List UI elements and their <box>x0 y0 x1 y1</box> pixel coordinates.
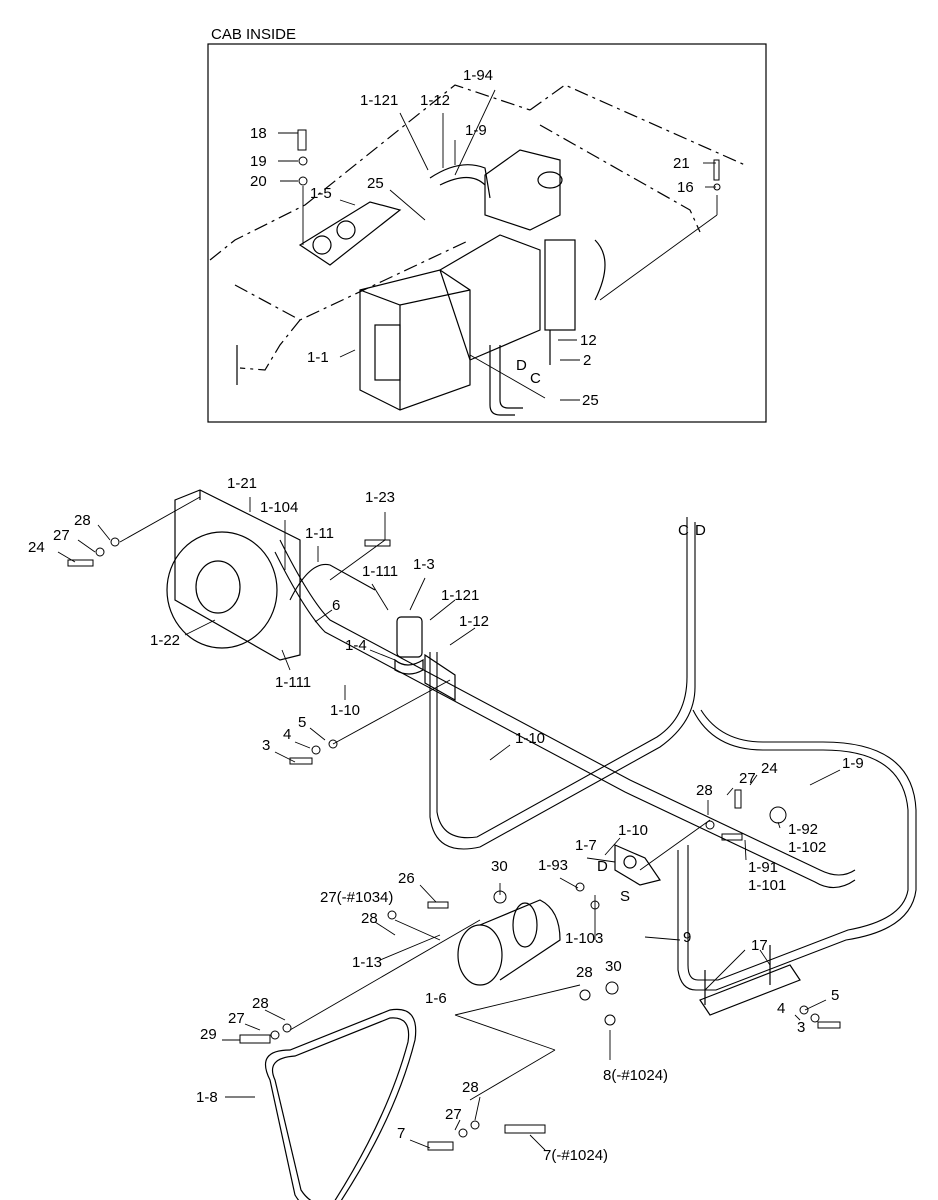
control-panel <box>298 201 402 266</box>
inset-leaders <box>278 89 718 401</box>
callout-label: 1-91 <box>748 859 779 876</box>
callout-label: 25 <box>367 175 384 192</box>
callout-label: 2 <box>583 352 592 369</box>
callout-label: 12 <box>580 332 597 349</box>
v-belt <box>265 1008 417 1200</box>
callout-label: 26 <box>398 870 415 887</box>
fasteners <box>67 129 841 1151</box>
callout-label: 4 <box>283 726 292 743</box>
callout-label: 3 <box>262 737 271 754</box>
callout-label: 20 <box>250 173 267 190</box>
cab-outline <box>209 84 746 371</box>
callout-label: 1-5 <box>310 185 332 202</box>
callout-label: 17 <box>751 937 768 954</box>
callout-label: 8(-#1024) <box>603 1067 669 1084</box>
callout-label: 3 <box>797 1019 806 1036</box>
callout-label: 28 <box>462 1079 479 1096</box>
callout-label: 28 <box>361 910 378 927</box>
callout-label: 9 <box>683 929 692 946</box>
callout-label: 27(-#1034) <box>320 889 394 906</box>
main-leaders <box>57 496 841 1151</box>
callout-label: 1-12 <box>420 92 451 109</box>
callout-label: 1-92 <box>788 821 819 838</box>
callout-label: C <box>530 370 541 387</box>
pipes <box>274 517 917 991</box>
callout-label: 5 <box>298 714 307 731</box>
callout-label: 28 <box>576 964 593 981</box>
callout-label: 1-13 <box>352 954 383 971</box>
compressor <box>457 844 661 986</box>
callout-label: 19 <box>250 153 267 170</box>
callout-label: 1-21 <box>227 475 258 492</box>
callout-label: 29 <box>200 1026 217 1043</box>
callout-label: 1-6 <box>425 990 447 1007</box>
callout-label: D <box>695 522 706 539</box>
callout-label: 1-10 <box>515 730 546 747</box>
callout-label: 1-121 <box>360 92 399 109</box>
callout-label: 1-1 <box>307 349 329 366</box>
callout-label: 1-4 <box>345 637 367 654</box>
inset-hoses <box>429 164 551 416</box>
callout-label: 1-7 <box>575 837 597 854</box>
callout-label: 27 <box>228 1010 245 1027</box>
callout-label: 28 <box>252 995 269 1012</box>
callout-label: C <box>678 522 689 539</box>
callout-label: 1-103 <box>565 930 604 947</box>
callout-label: 21 <box>673 155 690 172</box>
callout-label: S <box>620 888 631 905</box>
callout-label: 7 <box>397 1125 406 1142</box>
callout-label: 1-111 <box>362 563 399 580</box>
callout-label: 16 <box>677 179 694 196</box>
callout-label: 27 <box>739 770 756 787</box>
callout-label: 1-9 <box>465 122 487 139</box>
callout-label: 27 <box>53 527 70 544</box>
callout-label: D <box>516 357 527 374</box>
callout-label: 1-10 <box>330 702 361 719</box>
callout-label: 1-111 <box>275 674 312 691</box>
inset-frame <box>207 43 767 423</box>
callout-label: 24 <box>28 539 45 556</box>
callout-label: 24 <box>761 760 778 777</box>
callout-label: D <box>597 858 608 875</box>
inset-title: CAB INSIDE <box>211 26 297 43</box>
callout-label: 1-93 <box>538 857 569 874</box>
callout-label: 25 <box>582 392 599 409</box>
condenser <box>166 489 301 661</box>
callout-label: 1-104 <box>260 499 299 516</box>
callout-label: 1-101 <box>748 877 787 894</box>
callout-label: 1-10 <box>618 822 649 839</box>
callout-label: 1-11 <box>305 525 334 542</box>
callout-label: 1-102 <box>788 839 827 856</box>
callout-label: 5 <box>831 987 840 1004</box>
callout-label: 28 <box>696 782 713 799</box>
receiver-drier <box>394 616 456 702</box>
heater-unit <box>359 149 606 411</box>
callout-label: 6 <box>332 597 341 614</box>
callout-label: 7(-#1024) <box>543 1147 609 1164</box>
callout-label: 1-3 <box>413 556 435 573</box>
callout-label: 1-12 <box>459 613 490 630</box>
callout-label: 27 <box>445 1106 462 1123</box>
callout-label: 1-94 <box>463 67 494 84</box>
callout-label: 1-121 <box>441 587 480 604</box>
callout-label: 1-9 <box>842 755 864 772</box>
callout-label: 1-23 <box>365 489 396 506</box>
callout-label: 30 <box>605 958 622 975</box>
callout-label: 18 <box>250 125 267 142</box>
callout-label: 28 <box>74 512 91 529</box>
callout-label: 4 <box>777 1000 786 1017</box>
callout-label: 30 <box>491 858 508 875</box>
callout-label: 1-22 <box>150 632 181 649</box>
callout-label: 1-8 <box>196 1089 218 1106</box>
